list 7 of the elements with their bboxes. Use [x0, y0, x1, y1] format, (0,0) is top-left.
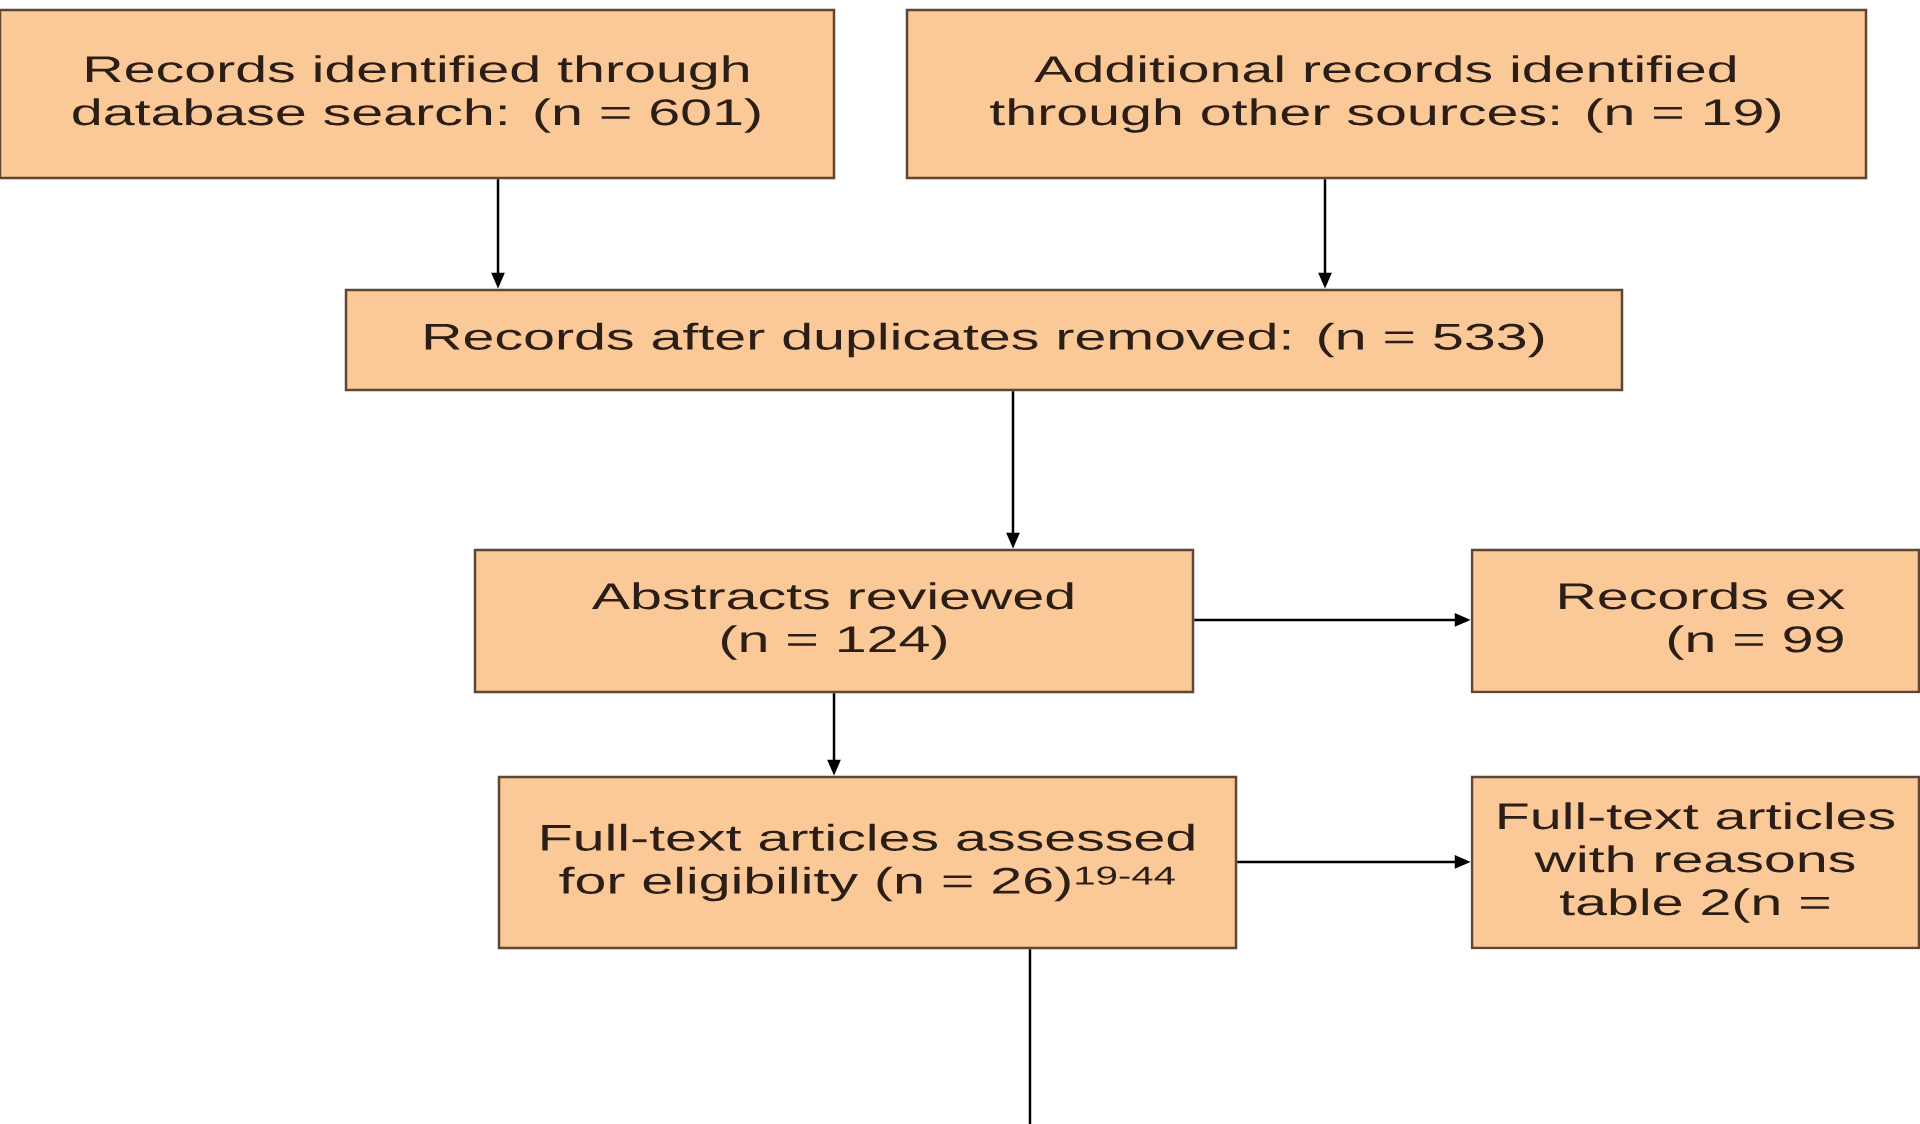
process-box: Records identified through database search: (n = 601)	[0, 8, 836, 180]
process-box: Abstracts reviewed (n = 124)	[473, 548, 1195, 694]
process-box: Full-text articles assessed for eligibility (n = 26)$^{19-44}$	[497, 775, 1238, 950]
process-box: Full-text articles with reasons table 2(n =	[1470, 775, 1920, 950]
process-box: Records after duplicates removed: (n = 533)	[344, 288, 1624, 392]
process-box: Records ex (n = 99	[1470, 548, 1920, 694]
process-box: Additional records identified through other sources: (n = 19)	[905, 8, 1868, 180]
